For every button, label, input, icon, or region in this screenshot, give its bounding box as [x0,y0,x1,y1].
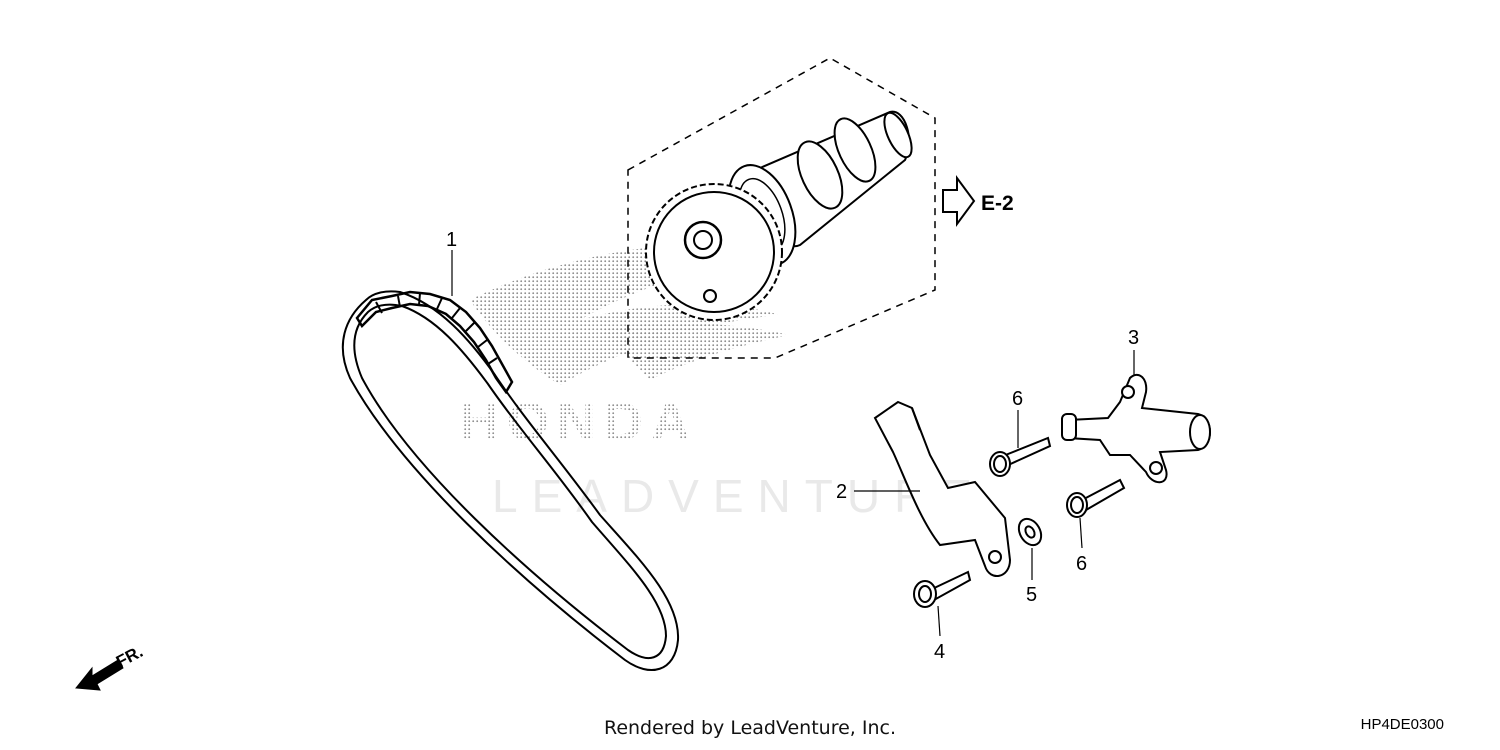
callout-part-6-lower[interactable]: 6 [1076,553,1087,575]
camshaft-journal [879,109,917,161]
reference-arrow: E-2 [942,174,1014,228]
tensioner-slipper [875,402,1010,576]
flange-bolt [914,572,970,607]
chain-links [357,292,512,392]
cam-sprocket-hole [704,290,716,302]
lifter-mount-hole [1150,462,1162,474]
callout-part-5[interactable]: 5 [1026,584,1037,606]
washer [1014,515,1045,549]
slipper-pivot-hole [989,551,1001,563]
render-credit: Rendered by LeadVenture, Inc. [603,717,897,739]
honda-watermark-text: HONDA [460,392,698,452]
flange-bolt [1067,480,1124,517]
callout-part-6-upper[interactable]: 6 [1012,388,1023,410]
leader-lines [451,250,1135,637]
front-arrow-icon [75,659,124,691]
camshaft-lobe [826,112,884,187]
tensioner-lifter [1062,375,1210,482]
camshaft-group-box [628,58,935,358]
outline-arrow-icon [942,174,976,228]
front-direction-indicator: FR. [75,642,146,691]
cam-sprocket-bore [694,231,712,249]
callout-part-2[interactable]: 2 [836,481,847,503]
lifter-plunger [1062,414,1076,440]
flange-bolt [990,438,1050,476]
callout-part-3[interactable]: 3 [1128,327,1139,349]
cam-chain [343,291,678,670]
honda-wing-logo [470,243,790,385]
lifter-mount-hole [1122,386,1134,398]
reference-label[interactable]: E-2 [981,192,1014,215]
callout-part-4[interactable]: 4 [934,641,945,663]
honda-wing-logo-lower [600,322,790,380]
camshaft-assembly [628,58,935,358]
diagram-code: HP4DE0300 [1360,716,1444,733]
camshaft-lobe [788,135,851,215]
callout-part-1[interactable]: 1 [446,229,457,251]
lifter-end-cap [1190,415,1210,449]
